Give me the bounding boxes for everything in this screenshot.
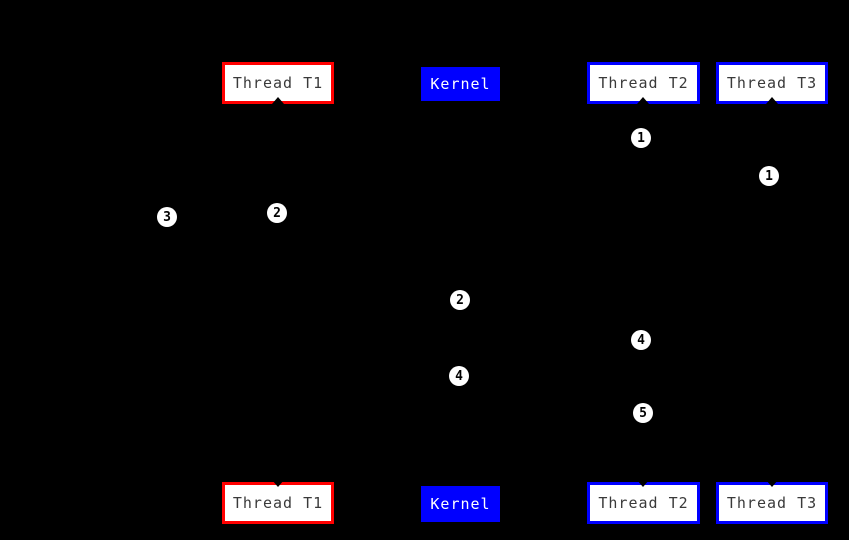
actor-label-thread-t1-bottom: Thread T1 [232,494,324,512]
actor-box-thread-t2-bottom: Thread T2 [587,482,700,524]
actor-label-thread-t2-top: Thread T2 [598,74,689,92]
actor-label-thread-t3-bottom: Thread T3 [726,494,818,512]
lifeline-notch-t3-top [766,97,778,104]
step-marker-5: 4 [449,366,469,386]
actor-label-thread-t1-top: Thread T1 [232,74,324,92]
actor-box-kernel-top: Kernel [421,67,500,101]
step-marker-0: 1 [631,128,651,148]
step-marker-1: 1 [759,166,779,186]
actor-box-thread-t3-bottom: Thread T3 [716,482,828,524]
lifeline-notch-t1-bottom [272,480,284,487]
step-marker-4: 2 [450,290,470,310]
actor-label-kernel-bottom: Kernel [430,495,491,513]
step-marker-3: 3 [157,207,177,227]
actor-box-thread-t1-bottom: Thread T1 [222,482,334,524]
actor-box-kernel-bottom: Kernel [421,486,500,522]
lifeline-notch-t2-bottom [637,480,649,487]
lifeline-notch-t3-bottom [766,480,778,487]
lifeline-notch-t1-top [272,97,284,104]
lifeline-notch-t2-top [637,97,649,104]
step-marker-7: 5 [633,403,653,423]
step-marker-2: 2 [267,203,287,223]
actor-label-kernel-top: Kernel [430,75,491,93]
step-marker-6: 4 [631,330,651,350]
actor-label-thread-t3-top: Thread T3 [726,74,818,92]
actor-label-thread-t2-bottom: Thread T2 [598,494,689,512]
